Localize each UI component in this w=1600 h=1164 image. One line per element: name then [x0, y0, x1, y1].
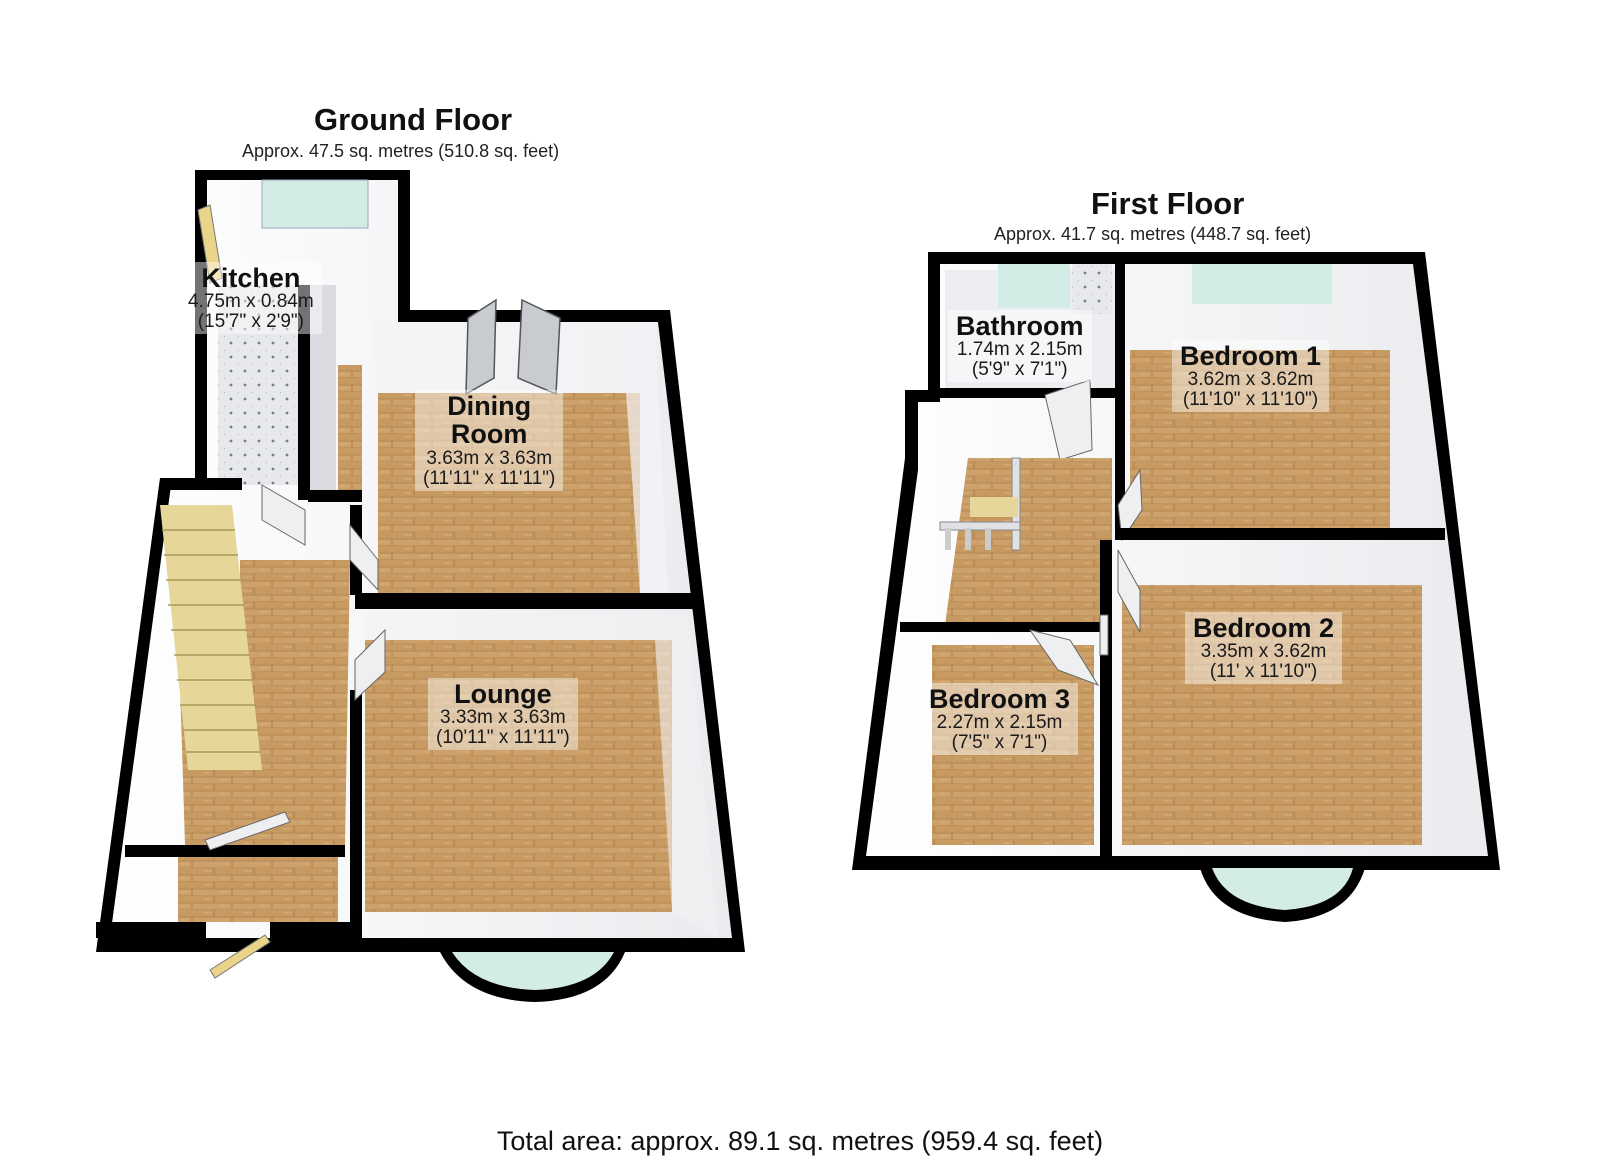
room-metric-size: 4.75m x 0.84m — [188, 291, 314, 313]
room-metric-size: 3.33m x 3.63m — [440, 707, 566, 729]
dining-room-label: Dining Room 3.63m x 3.63m (11'11" x 11'1… — [415, 390, 564, 491]
room-name: Bedroom 1 — [1180, 341, 1322, 371]
room-metric-size: 2.27m x 2.15m — [936, 712, 1063, 734]
bedroom-2-floor — [1122, 585, 1422, 845]
dining-french-door-right — [517, 298, 561, 396]
room-name: Kitchen — [201, 263, 301, 293]
bedroom-1-window — [1192, 264, 1332, 304]
ground-floor-stairs — [160, 505, 262, 770]
bedroom-3-door — [1028, 629, 1100, 686]
room-name: Bedroom 2 — [1193, 613, 1335, 643]
ground-floor-title: Ground Floor — [314, 102, 513, 137]
landing-banister — [939, 457, 1021, 551]
room-name-line-1: Dining — [447, 391, 532, 421]
bedroom-1-floor — [1130, 350, 1390, 528]
first-floor-area: Approx. 41.7 sq. metres (448.7 sq. feet) — [994, 224, 1312, 244]
bathroom-label: Bathroom 1.74m x 2.15m (5'9" x 7'1") — [948, 310, 1092, 383]
lounge-label: Lounge 3.33m x 3.63m (10'11" x 11'11") — [428, 678, 578, 751]
kitchen-floor — [218, 285, 308, 485]
bedroom-3-floor — [932, 645, 1094, 845]
room-metric-size: 3.62m x 3.62m — [1187, 369, 1314, 391]
lounge-door — [354, 628, 386, 702]
room-imperial-size: (11'10" x 11'10") — [1182, 389, 1319, 411]
first-floor-plan — [852, 252, 1500, 922]
room-imperial-size: (15'7" x 2'9") — [197, 311, 304, 333]
room-imperial-size: (5'9" x 7'1") — [971, 359, 1068, 381]
room-metric-size: 1.74m x 2.15m — [956, 339, 1083, 361]
hall-door — [261, 484, 306, 546]
porch-floor — [178, 857, 338, 922]
ground-floor-plan — [96, 170, 745, 1002]
dining-french-door-left — [465, 298, 497, 396]
first-floor-title: First Floor — [1091, 186, 1245, 221]
dining-room-floor — [378, 393, 640, 593]
room-name: Lounge — [454, 679, 552, 709]
bathroom-door — [1044, 379, 1093, 461]
front-door — [209, 934, 271, 979]
room-imperial-size: (11'11" x 11'11") — [423, 467, 556, 489]
kitchen-window — [261, 179, 369, 229]
kitchen-door — [197, 204, 223, 284]
bedroom-1-label: Bedroom 1 3.62m x 3.62m (11'10" x 11'10"… — [1172, 340, 1330, 413]
porch-inner-door — [204, 811, 291, 851]
bedroom-3-label: Bedroom 3 2.27m x 2.15m (7'5" x 7'1") — [921, 683, 1079, 756]
room-imperial-size: (10'11" x 11'11") — [436, 727, 570, 749]
lounge-floor — [365, 640, 672, 912]
ground-floor-area: Approx. 47.5 sq. metres (510.8 sq. feet) — [242, 141, 560, 161]
kitchen-label: Kitchen 4.75m x 0.84m (15'7" x 2'9") — [180, 262, 322, 335]
bedroom-2-label: Bedroom 2 3.35m x 3.62m (11' x 11'10") — [1185, 612, 1343, 685]
total-area: Total area: approx. 89.1 sq. metres (959… — [496, 1126, 1104, 1156]
room-imperial-size: (7'5" x 7'1") — [951, 732, 1048, 754]
bedroom-2-door — [1117, 549, 1141, 633]
room-metric-size: 3.63m x 3.63m — [426, 447, 553, 469]
room-name: Bedroom 3 — [929, 684, 1071, 714]
dining-door — [349, 523, 379, 592]
bathroom-window — [998, 264, 1070, 308]
room-name: Bathroom — [956, 311, 1084, 341]
room-metric-size: 3.35m x 3.62m — [1200, 641, 1327, 663]
room-imperial-size: (11' x 11'10") — [1209, 661, 1318, 683]
room-name-line-2: Room — [450, 419, 528, 450]
